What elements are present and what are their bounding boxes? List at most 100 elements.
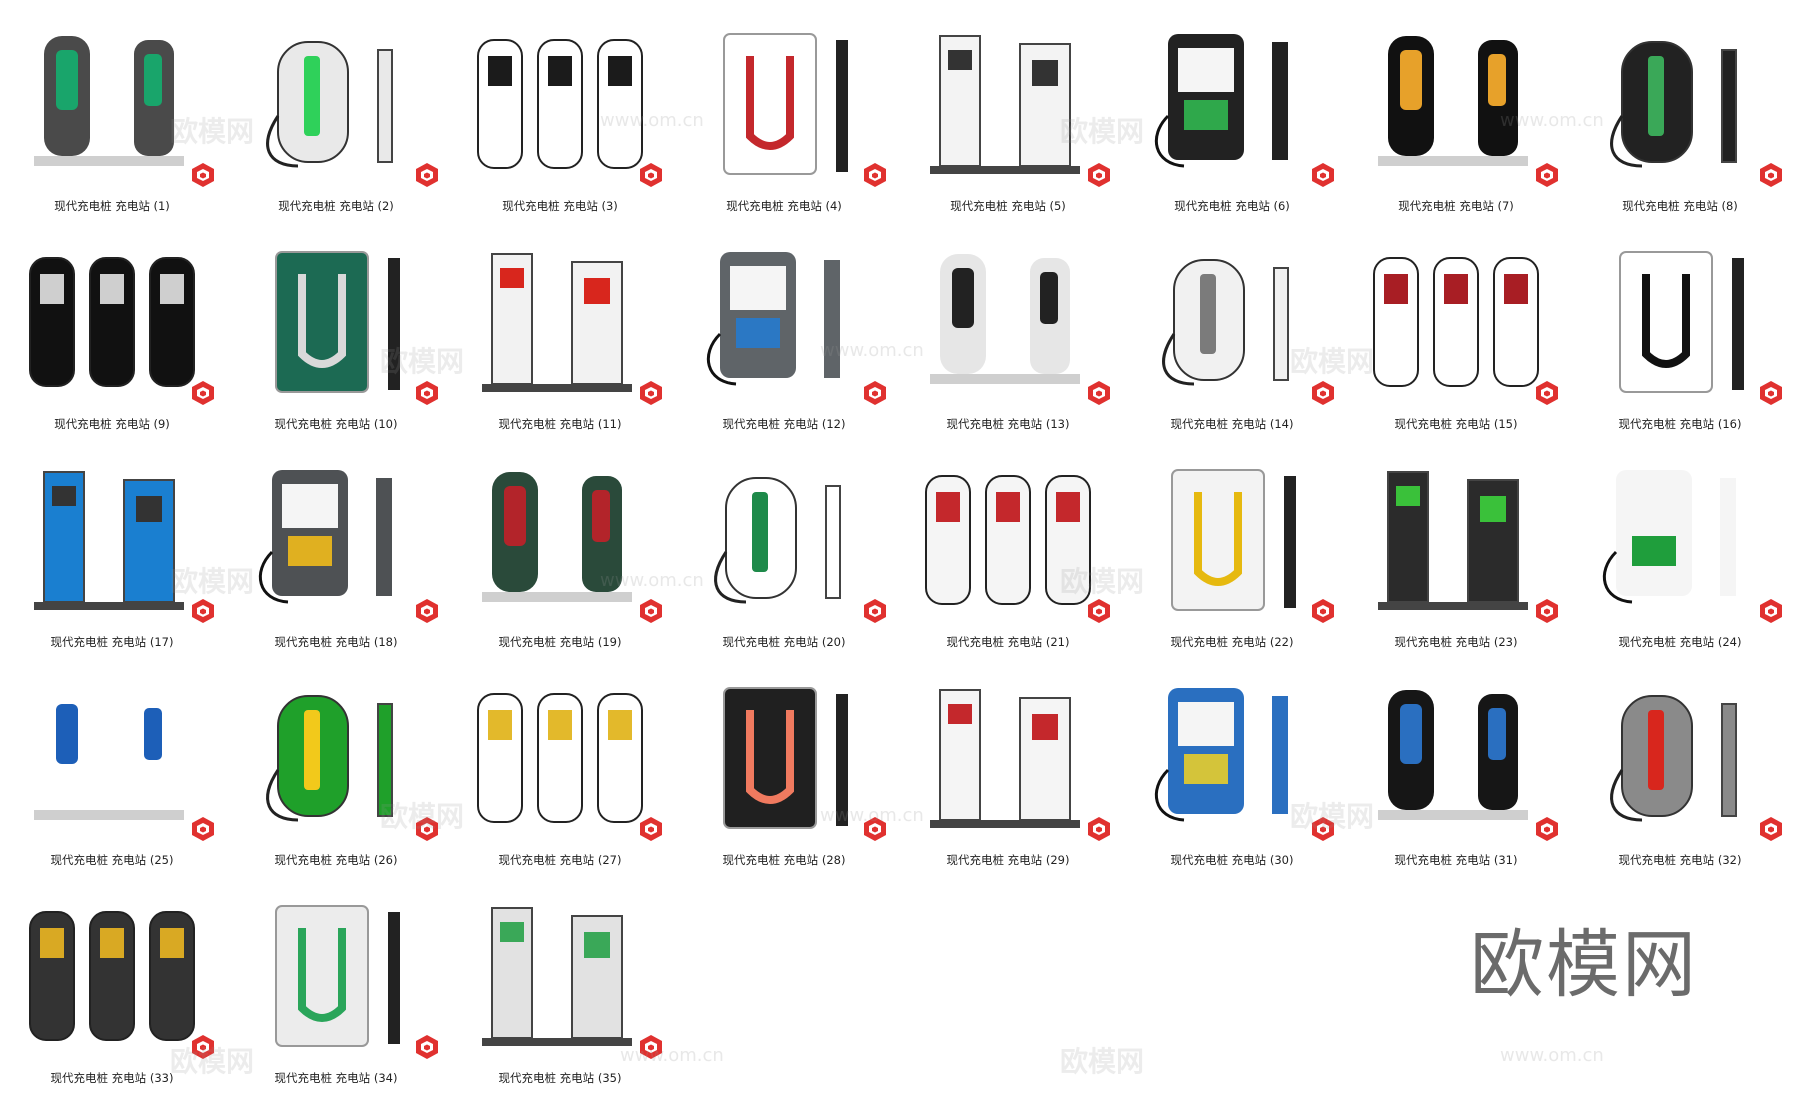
model-tile[interactable]: 现代充电桩 充电站 (28) (672, 666, 896, 871)
charger-thumbnail[interactable] (4, 670, 220, 848)
charger-thumbnail[interactable] (452, 452, 668, 630)
model-tile[interactable]: 现代充电桩 充电站 (17) (0, 448, 224, 653)
model-tile[interactable]: 现代充电桩 充电站 (9) (0, 230, 224, 435)
model-tile[interactable]: 现代充电桩 充电站 (26) (224, 666, 448, 871)
model-caption: 现代充电桩 充电站 (28) (722, 853, 846, 867)
charger-thumbnail[interactable] (900, 670, 1116, 848)
sketchup-file-icon (1756, 160, 1786, 190)
sketchup-file-icon (1084, 596, 1114, 626)
sketchup-file-icon (1532, 814, 1562, 844)
sketchup-file-icon (1756, 814, 1786, 844)
charger-thumbnail[interactable] (228, 234, 444, 412)
charger-thumbnail[interactable] (900, 16, 1116, 194)
charger-thumbnail[interactable] (900, 452, 1116, 630)
model-caption: 现代充电桩 充电站 (19) (498, 635, 622, 649)
sketchup-file-icon (412, 378, 442, 408)
charger-thumbnail[interactable] (4, 452, 220, 630)
charger-thumbnail[interactable] (452, 888, 668, 1066)
charger-thumbnail[interactable] (1124, 452, 1340, 630)
model-tile[interactable]: 现代充电桩 充电站 (30) (1120, 666, 1344, 871)
model-tile[interactable]: 现代充电桩 充电站 (27) (448, 666, 672, 871)
charger-thumbnail[interactable] (676, 452, 892, 630)
charger-thumbnail[interactable] (452, 16, 668, 194)
model-caption: 现代充电桩 充电站 (26) (274, 853, 398, 867)
sketchup-file-icon (860, 378, 890, 408)
model-tile[interactable]: 现代充电桩 充电站 (21) (896, 448, 1120, 653)
model-tile[interactable]: 现代充电桩 充电站 (13) (896, 230, 1120, 435)
model-tile[interactable]: 现代充电桩 充电站 (24) (1568, 448, 1792, 653)
charger-thumbnail[interactable] (1572, 670, 1788, 848)
model-tile[interactable]: 现代充电桩 充电站 (22) (1120, 448, 1344, 653)
charger-thumbnail[interactable] (452, 234, 668, 412)
charger-thumbnail[interactable] (1572, 452, 1788, 630)
model-tile[interactable]: 现代充电桩 充电站 (15) (1344, 230, 1568, 435)
model-tile[interactable]: 现代充电桩 充电站 (33) (0, 884, 224, 1089)
charger-thumbnail[interactable] (676, 16, 892, 194)
sketchup-file-icon (1756, 596, 1786, 626)
model-caption: 现代充电桩 充电站 (24) (1618, 635, 1742, 649)
charger-thumbnail[interactable] (228, 670, 444, 848)
model-tile[interactable]: 现代充电桩 充电站 (3) (448, 12, 672, 217)
sketchup-file-icon (412, 596, 442, 626)
charger-thumbnail[interactable] (1124, 16, 1340, 194)
model-tile[interactable]: 现代充电桩 充电站 (5) (896, 12, 1120, 217)
sketchup-file-icon (412, 814, 442, 844)
model-tile[interactable]: 现代充电桩 充电站 (34) (224, 884, 448, 1089)
model-tile[interactable]: 现代充电桩 充电站 (32) (1568, 666, 1792, 871)
site-logo: 欧模网 (1470, 922, 1698, 1008)
charger-thumbnail[interactable] (1348, 16, 1564, 194)
model-caption: 现代充电桩 充电站 (14) (1170, 417, 1294, 431)
sketchup-file-icon (1532, 378, 1562, 408)
model-caption: 现代充电桩 充电站 (23) (1394, 635, 1518, 649)
model-tile[interactable]: 现代充电桩 充电站 (4) (672, 12, 896, 217)
model-tile[interactable]: 现代充电桩 充电站 (7) (1344, 12, 1568, 217)
model-tile[interactable]: 现代充电桩 充电站 (10) (224, 230, 448, 435)
model-tile[interactable]: 现代充电桩 充电站 (2) (224, 12, 448, 217)
charger-thumbnail[interactable] (1124, 670, 1340, 848)
sketchup-file-icon (860, 596, 890, 626)
charger-thumbnail[interactable] (676, 234, 892, 412)
model-tile[interactable]: 现代充电桩 充电站 (29) (896, 666, 1120, 871)
charger-thumbnail[interactable] (1348, 670, 1564, 848)
charger-thumbnail[interactable] (4, 888, 220, 1066)
model-tile[interactable]: 现代充电桩 充电站 (1) (0, 12, 224, 217)
model-tile[interactable]: 现代充电桩 充电站 (12) (672, 230, 896, 435)
model-tile[interactable]: 现代充电桩 充电站 (16) (1568, 230, 1792, 435)
sketchup-file-icon (1084, 814, 1114, 844)
model-caption: 现代充电桩 充电站 (30) (1170, 853, 1294, 867)
charger-thumbnail[interactable] (676, 670, 892, 848)
charger-thumbnail[interactable] (1348, 452, 1564, 630)
charger-thumbnail[interactable] (228, 16, 444, 194)
sketchup-file-icon (1308, 160, 1338, 190)
model-tile[interactable]: 现代充电桩 充电站 (11) (448, 230, 672, 435)
model-tile[interactable]: 现代充电桩 充电站 (23) (1344, 448, 1568, 653)
model-tile[interactable]: 现代充电桩 充电站 (19) (448, 448, 672, 653)
charger-thumbnail[interactable] (900, 234, 1116, 412)
model-tile[interactable]: 现代充电桩 充电站 (20) (672, 448, 896, 653)
watermark-brand: 欧模网 (1060, 1045, 1145, 1078)
model-tile[interactable]: 现代充电桩 充电站 (25) (0, 666, 224, 871)
charger-thumbnail[interactable] (228, 888, 444, 1066)
sketchup-file-icon (636, 1032, 666, 1062)
sketchup-file-icon (188, 1032, 218, 1062)
charger-thumbnail[interactable] (1572, 234, 1788, 412)
charger-thumbnail[interactable] (1572, 16, 1788, 194)
model-tile[interactable]: 现代充电桩 充电站 (18) (224, 448, 448, 653)
model-tile[interactable]: 现代充电桩 充电站 (14) (1120, 230, 1344, 435)
charger-thumbnail[interactable] (4, 16, 220, 194)
model-caption: 现代充电桩 充电站 (4) (726, 199, 842, 213)
sketchup-file-icon (1308, 814, 1338, 844)
charger-thumbnail[interactable] (228, 452, 444, 630)
model-tile[interactable]: 现代充电桩 充电站 (6) (1120, 12, 1344, 217)
model-caption: 现代充电桩 充电站 (8) (1622, 199, 1738, 213)
model-tile[interactable]: 现代充电桩 充电站 (8) (1568, 12, 1792, 217)
model-caption: 现代充电桩 充电站 (20) (722, 635, 846, 649)
charger-thumbnail[interactable] (4, 234, 220, 412)
model-tile[interactable]: 现代充电桩 充电站 (31) (1344, 666, 1568, 871)
charger-thumbnail[interactable] (1124, 234, 1340, 412)
charger-thumbnail[interactable] (452, 670, 668, 848)
sketchup-file-icon (188, 378, 218, 408)
charger-thumbnail[interactable] (1348, 234, 1564, 412)
model-tile[interactable]: 现代充电桩 充电站 (35) (448, 884, 672, 1089)
model-caption: 现代充电桩 充电站 (1) (54, 199, 170, 213)
